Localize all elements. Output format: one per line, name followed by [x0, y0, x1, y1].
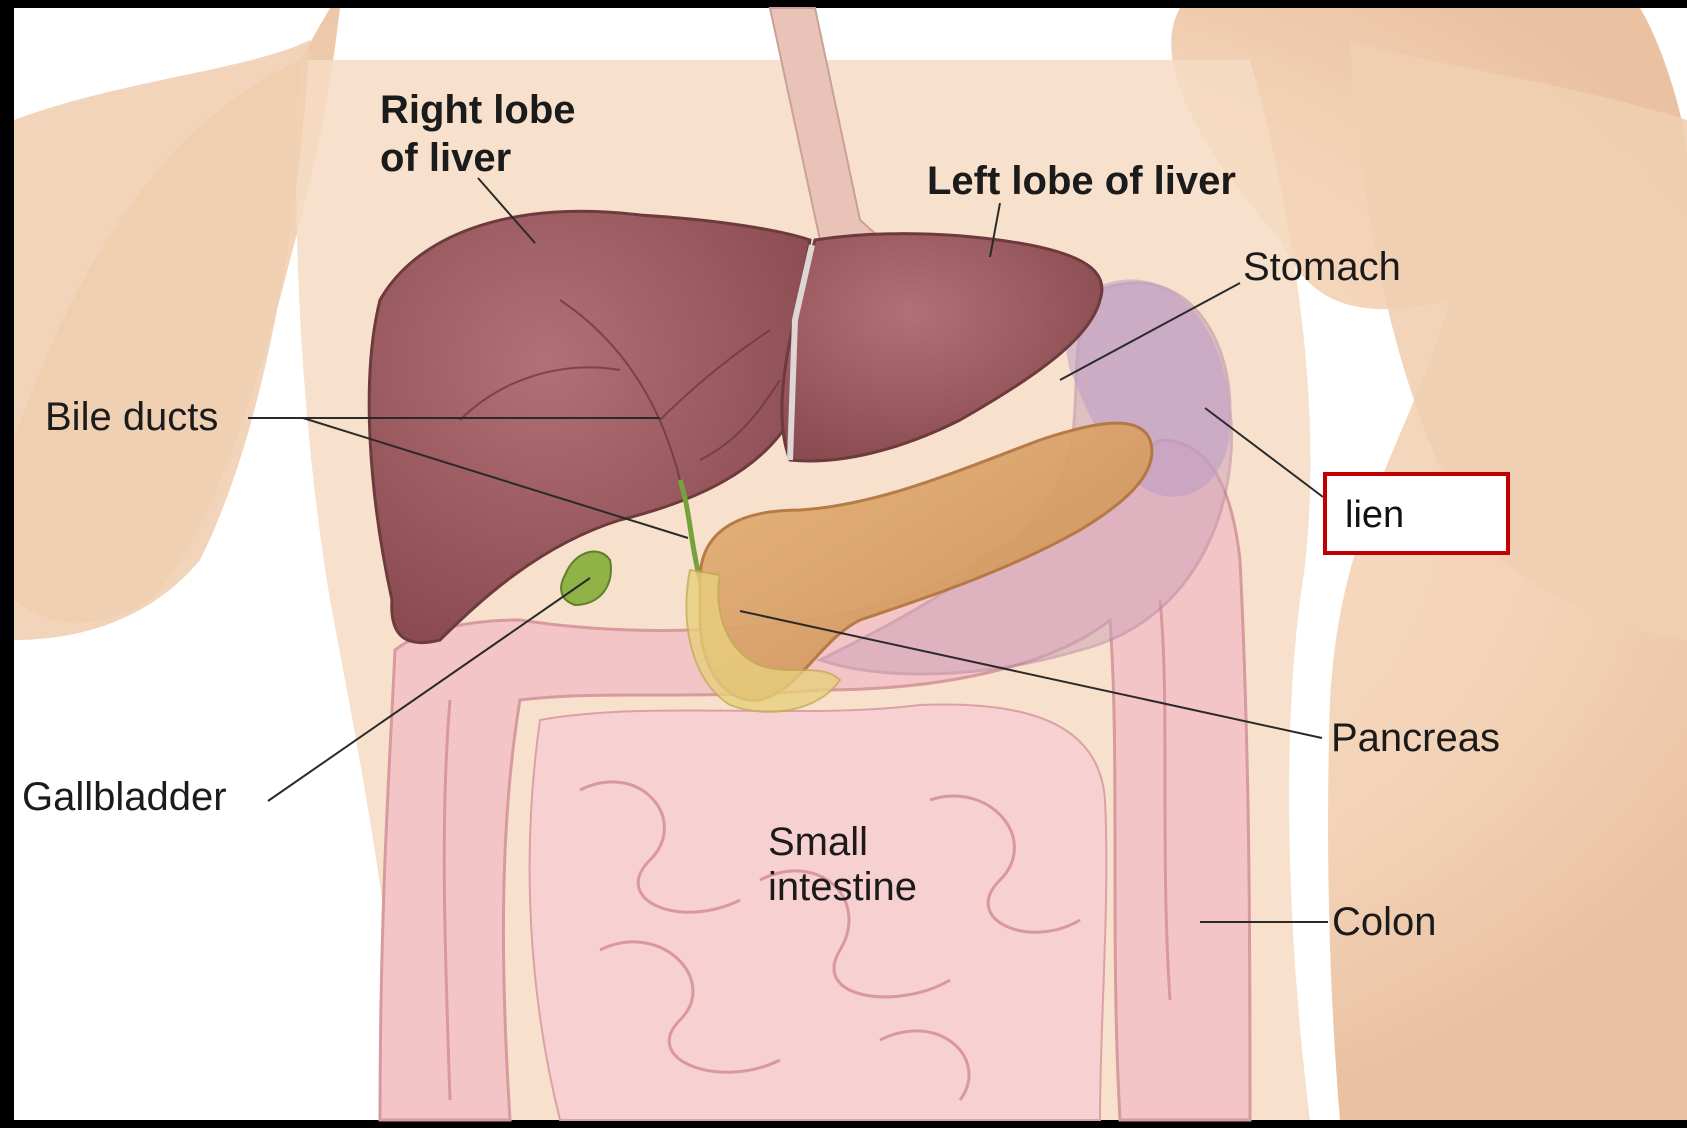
label-gallbladder: Gallbladder: [22, 775, 227, 819]
label-bile-ducts: Bile ducts: [45, 395, 218, 439]
label-stomach: Stomach: [1243, 245, 1401, 289]
answer-box-text: lien: [1345, 494, 1404, 536]
label-left-lobe: Left lobe of liver: [927, 159, 1236, 203]
right-arm: [14, 40, 310, 640]
small-intestine-shape: [530, 704, 1107, 1120]
label-small-intestine-line1: Small: [768, 820, 868, 864]
answer-box: lien: [1325, 474, 1508, 553]
label-right-lobe-line1: Right lobe: [380, 88, 576, 132]
label-small-intestine-line2: intestine: [768, 865, 917, 909]
label-pancreas: Pancreas: [1331, 716, 1500, 760]
label-right-lobe-line2: of liver: [380, 136, 511, 180]
label-colon: Colon: [1332, 900, 1437, 944]
